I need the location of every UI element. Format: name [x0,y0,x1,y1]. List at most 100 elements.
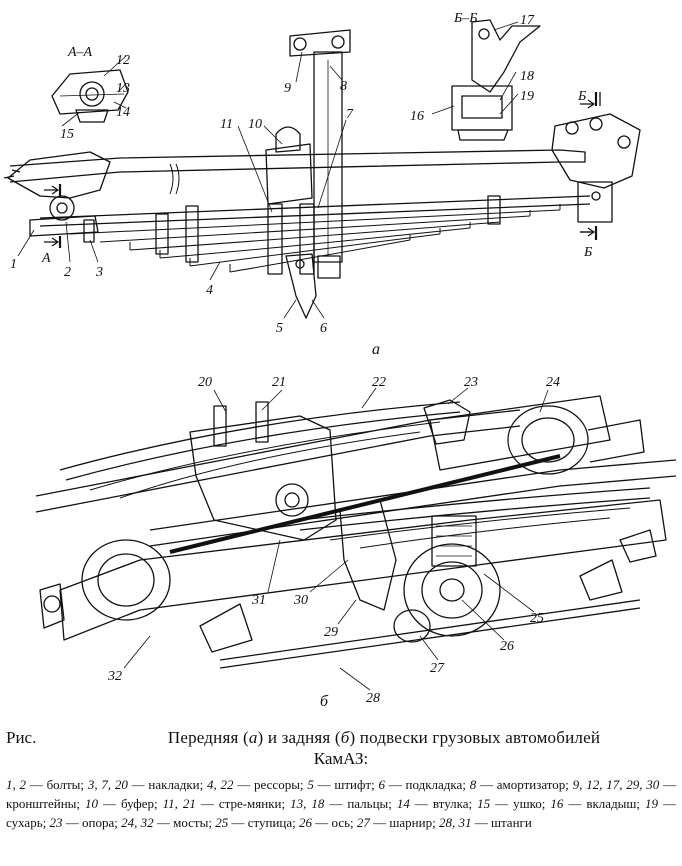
legend-text: — кронштейны; [6,777,677,811]
callout-21: 21 [272,375,286,390]
legend-numbers: 27 [356,815,370,830]
legend-text: — опора; [62,815,122,830]
subfigure-a-label: а [372,341,380,358]
legend-text: — пальцы; [324,796,397,811]
caption-title: Передняя (а) и задняя (б) подвески грузо… [167,728,601,747]
rod-bracket [339,499,397,611]
legend-numbers: 13, 18 [290,796,325,811]
frame-rail-right [149,459,677,547]
callout-6: 6 [320,321,327,336]
legend-numbers: 6 [378,777,386,792]
leader-lines-b [123,387,549,691]
section-bb-inset [451,19,541,141]
callout-16: 16 [410,109,424,124]
callout-10: 10 [248,117,262,132]
legend-text: — ушко; [490,796,551,811]
legend-entry: 19 — сухарь; [6,796,676,830]
caption-legend: 1, 2 — болты; 3, 7, 20 — накладки; 4, 22… [6,775,676,832]
callout-14: 14 [116,105,130,120]
callout-1: 1 [10,257,17,272]
callout-30: 30 [293,593,308,608]
callout-3: 3 [95,265,103,280]
legend-numbers: 4, 22 [206,777,234,792]
axle-mounting [265,126,317,319]
rear-leaf-spring-left [59,401,461,499]
callout-9: 9 [284,81,291,96]
legend-entry: 11, 21 — стре-мянки; [163,796,291,811]
legend-entry: 16 — вкладыш; [550,796,645,811]
hub-assembly [403,515,501,637]
legend-entry: 10 — буфер; [85,796,163,811]
legend-text: — ступица; [228,815,299,830]
legend-numbers: 23 [49,815,63,830]
front-suspension-drawing [3,19,641,319]
legend-entry: 8 — амортизатор; [470,777,573,792]
balancer-bracket [189,415,337,541]
legend-text: — накладки; [127,777,207,792]
callout-29: 29 [324,625,338,640]
callout-11: 11 [220,117,233,132]
section-marks [44,92,598,248]
legend-text: — рессоры; [233,777,308,792]
callout-32: 32 [107,669,122,684]
legend-text: — амортизатор; [476,777,573,792]
callout-20: 20 [198,375,212,390]
legend-entry: 3, 7, 20 — накладки; [88,777,207,792]
legend-numbers: 15 [477,796,491,811]
legend-entry: 26 — ось; [299,815,357,830]
figure-caption: Рис. Передняя (а) и задняя (б) подвески … [6,728,676,832]
legend-entry: 5 — штифт; [307,777,378,792]
leader-lines-a [17,21,519,319]
callout-13: 13 [116,81,130,96]
legend-text: — шарнир; [369,815,439,830]
legend-text: — мосты; [153,815,216,830]
legend-text: — ось; [312,815,357,830]
frame-rail-left [35,409,521,513]
caption-title-line: Рис. Передняя (а) и задняя (б) подвески … [6,728,676,748]
callout-4: 4 [206,283,213,298]
section-aa-label: А–А [67,45,93,60]
legend-text: — штифт; [313,777,379,792]
callout-26: 26 [500,639,514,654]
legend-text: — штанги [471,815,532,830]
callout-5: 5 [276,321,283,336]
callout-17: 17 [520,13,535,28]
front-spring-bracket [3,151,111,243]
section-bb-label: Б–Б [453,11,478,26]
torque-rod-lower [219,599,641,669]
callout-24: 24 [546,375,560,390]
legend-entry: 14 — втулка; [397,796,477,811]
legend-numbers: 14 [396,796,410,811]
arrow-b-top-label: Б [577,89,586,104]
legend-text: — буфер; [98,796,163,811]
callout-12: 12 [116,53,130,68]
callout-28: 28 [366,691,380,706]
callout-2: 2 [64,265,71,280]
legend-numbers: 28, 31 [438,815,472,830]
legend-entry: 24, 32 — мосты; [121,815,215,830]
legend-numbers: 11, 21 [162,796,196,811]
legend-numbers: 26 [299,815,312,830]
caption-label: Рис. [6,728,37,747]
legend-entry: 9, 12, 17, 29, 30 — кронштейны; [6,777,676,811]
callout-25: 25 [530,611,544,626]
spring-clamp-mid [185,205,199,263]
legend-text: — стре-мянки; [195,796,291,811]
callout-22: 22 [372,375,386,390]
rear-leaf-spring-right [299,487,651,549]
callout-18: 18 [520,69,534,84]
legend-numbers: 3, 7, 20 [87,777,128,792]
legend-entry: 15 — ушко; [477,796,550,811]
legend-text: — болты; [26,777,88,792]
spring-clamp-left [155,213,169,255]
caption-model: КамАЗ: [313,749,369,768]
legend-numbers: 10 [85,796,98,811]
arrow-a-label: А [41,251,51,266]
legend-numbers: 1, 2 [6,777,27,792]
legend-numbers: 9, 12, 17, 29, 30 [572,777,660,792]
callout-15: 15 [60,127,74,142]
legend-text: — втулка; [409,796,478,811]
legend-entry: 13, 18 — пальцы; [290,796,397,811]
legend-entry: 1, 2 — болты; [6,777,88,792]
shock-absorber [289,29,351,279]
